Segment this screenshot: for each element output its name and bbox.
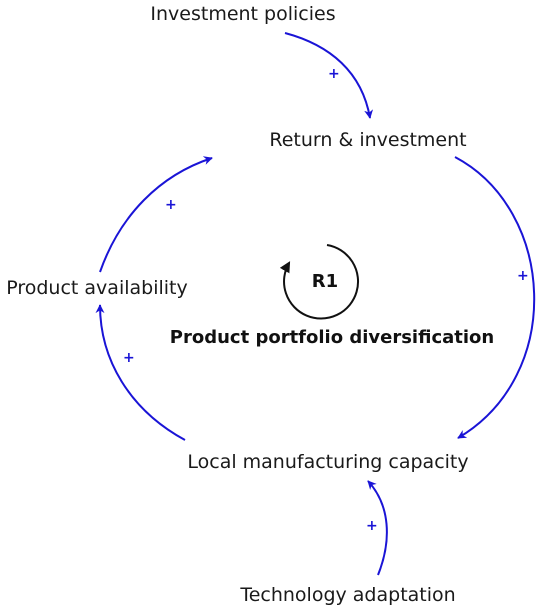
node-investment-policies: Investment policies — [150, 3, 335, 25]
node-technology-adaptation: Technology adaptation — [239, 584, 455, 606]
polarity-availability-to-return: + — [165, 197, 177, 213]
link-investment-to-return — [284, 32, 374, 119]
node-return-investment: Return & investment — [269, 129, 466, 151]
node-local-manufacturing-capacity: Local manufacturing capacity — [187, 451, 468, 473]
link-availability-to-return — [99, 156, 213, 273]
loop-marker-arrow — [279, 244, 359, 320]
polarity-technology-to-manufacturing: + — [366, 518, 378, 534]
link-manufacturing-to-availability — [95, 304, 186, 441]
link-technology-to-manufacturing — [367, 480, 388, 576]
node-product-availability: Product availability — [6, 277, 188, 299]
polarity-manufacturing-to-availability: + — [123, 350, 135, 366]
loop-name-label: Product portfolio diversification — [170, 327, 494, 348]
link-return-to-manufacturing — [454, 156, 536, 439]
polarity-return-to-manufacturing: + — [517, 268, 529, 284]
polarity-investment-to-return: + — [328, 66, 340, 82]
loop-id-label: R1 — [312, 271, 338, 292]
